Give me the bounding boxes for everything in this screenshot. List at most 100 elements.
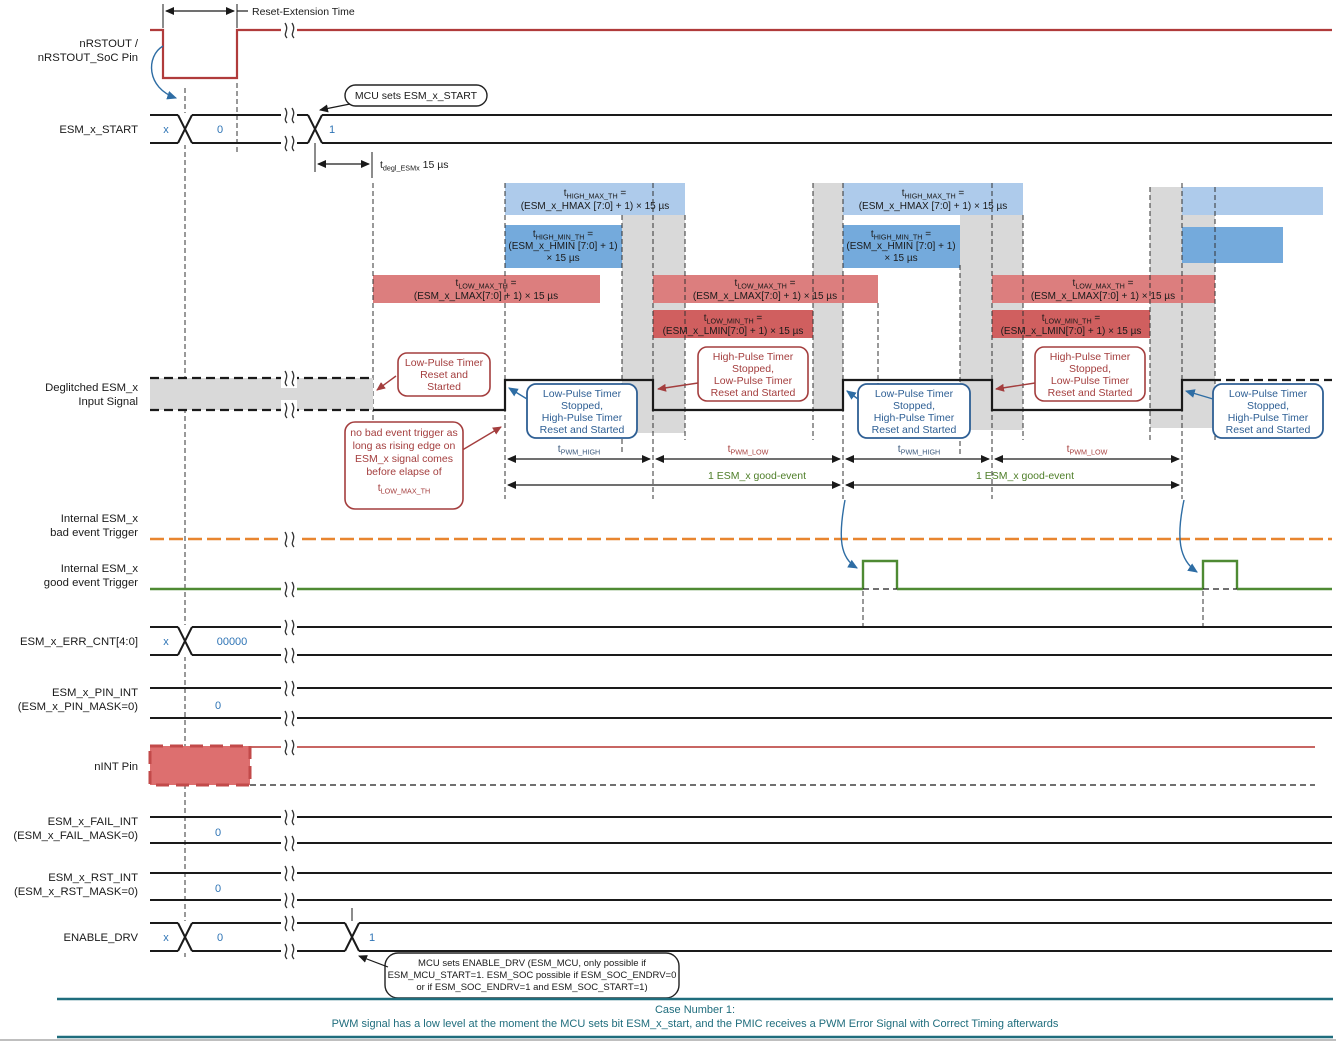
- enable-drv-row: ENABLE_DRV x 0 1 MCU sets ENABLE_DRV (ES…: [63, 908, 1332, 999]
- esm-start-value-x: x: [163, 124, 169, 136]
- pin-int-value: 0: [215, 700, 221, 712]
- high-min-line2: (ESM_x_HMIN [7:0] + 1): [846, 241, 955, 252]
- good-event-trigger-row: Internal ESM_x good event Trigger: [44, 499, 1332, 631]
- high-max-threshold-box-1: tHIGH_MAX_TH = (ESM_x_HMAX [7:0] + 1) × …: [505, 183, 685, 215]
- low-max-line2: (ESM_x_LMAX[7:0] + 1) × 15 µs: [1031, 291, 1175, 302]
- err-cnt-row: ESM_x_ERR_CNT[4:0] x 00000: [20, 616, 1332, 666]
- svg-text:Reset and Started: Reset and Started: [711, 387, 796, 399]
- pin-int-label-line2: (ESM_x_PIN_MASK=0): [18, 701, 138, 713]
- low-max-line2: (ESM_x_LMAX[7:0] + 1) × 15 µs: [414, 291, 558, 302]
- pin-int-row: ESM_x_PIN_INT (ESM_x_PIN_MASK=0) 0: [18, 677, 1332, 729]
- bad-trigger-label-line2: bad event Trigger: [50, 527, 138, 539]
- fail-int-row: ESM_x_FAIL_INT (ESM_x_FAIL_MASK=0) 0: [13, 806, 1332, 854]
- good-trigger-label-line1: Internal ESM_x: [61, 563, 139, 575]
- deglitched-label-line1: Deglitched ESM_x: [45, 382, 138, 394]
- good-event-label-1: 1 ESM_x good-event: [708, 470, 806, 482]
- tdegl-measure: tdegl_ESMx 15 µs: [314, 143, 449, 178]
- low-min-line1: tLOW_MIN_TH =: [1042, 313, 1101, 326]
- pwm-measures: tPWM_HIGH tPWM_LOW tPWM_HIGH tPWM_LOW 1 …: [507, 443, 1180, 489]
- nrstout-row: nRSTOUT / nRSTOUT_SoC Pin Reset-Extensio…: [38, 4, 1332, 100]
- bad-trigger-label-line1: Internal ESM_x: [61, 513, 139, 525]
- err-cnt-label: ESM_x_ERR_CNT[4:0]: [20, 636, 138, 648]
- high-min-line3: × 15 µs: [546, 253, 579, 264]
- esm-start-label: ESM_x_START: [59, 124, 138, 136]
- low-min-threshold-box-3: tLOW_MIN_TH = (ESM_x_LMIN[7:0] + 1) × 15…: [992, 310, 1150, 338]
- case-number-title: Case Number 1:: [655, 1004, 735, 1016]
- high-min-threshold-box-2: tHIGH_MIN_TH = (ESM_x_HMIN [7:0] + 1) × …: [843, 225, 960, 268]
- good-event-pulse-1: [861, 559, 899, 589]
- high-threshold-boxes-3-unlabeled: [1182, 187, 1323, 263]
- svg-text:Low-Pulse Timer: Low-Pulse Timer: [714, 375, 793, 387]
- svg-text:High-Pulse Timer: High-Pulse Timer: [1050, 351, 1131, 363]
- enable-drv-value-0: 0: [217, 932, 223, 944]
- high-min-threshold-box-1: tHIGH_MIN_TH = (ESM_x_HMIN [7:0] + 1) × …: [505, 225, 622, 268]
- low-min-line2: (ESM_x_LMIN[7:0] + 1) × 15 µs: [1001, 326, 1142, 337]
- footer: Case Number 1: PWM signal has a low leve…: [0, 997, 1336, 1041]
- mcu-sets-start-text: MCU sets ESM_x_START: [355, 90, 478, 102]
- tpwm-high-label-2: tPWM_HIGH: [898, 443, 940, 457]
- low-min-line2: (ESM_x_LMIN[7:0] + 1) × 15 µs: [663, 326, 804, 337]
- enable-drv-value-x: x: [163, 932, 169, 944]
- esm-start-row: ESM_x_START x 0 1 MCU sets ESM_x_START t…: [59, 84, 1332, 178]
- svg-text:Stopped,: Stopped,: [1069, 363, 1111, 375]
- nint-label: nINT Pin: [94, 761, 138, 773]
- svg-text:High-Pulse Timer: High-Pulse Timer: [1228, 412, 1309, 424]
- low-max-threshold-box-1: tLOW_MAX_TH = (ESM_x_LMAX[7:0] + 1) × 15…: [373, 275, 600, 303]
- high-min-line2: (ESM_x_HMIN [7:0] + 1): [508, 241, 617, 252]
- mcu-sets-enable-drv-callout: MCU sets ENABLE_DRV (ESM_MCU, only possi…: [358, 952, 680, 999]
- nrstout-label-line2: nRSTOUT_SoC Pin: [38, 52, 138, 64]
- reset-to-start-arrow: [150, 45, 178, 100]
- esm-start-value-0: 0: [217, 124, 223, 136]
- rst-int-value: 0: [215, 883, 221, 895]
- bus-crossover: [177, 113, 323, 145]
- low-max-line1: tLOW_MAX_TH =: [735, 278, 796, 291]
- svg-text:High-Pulse Timer: High-Pulse Timer: [874, 412, 955, 424]
- low-max-threshold-box-3: tLOW_MAX_TH = (ESM_x_LMAX[7:0] + 1) × 15…: [992, 275, 1215, 303]
- enable-drv-value-1: 1: [369, 932, 375, 944]
- pin-int-label-line1: ESM_x_PIN_INT: [52, 687, 138, 699]
- tpwm-high-label-1: tPWM_HIGH: [558, 443, 600, 457]
- no-bad-tlowmax: tLOW_MAX_TH: [378, 482, 430, 496]
- svg-text:MCU sets ENABLE_DRV (ESM_MCU,: MCU sets ENABLE_DRV (ESM_MCU, only possi…: [418, 958, 646, 969]
- good-event-arrow-1: [840, 499, 858, 569]
- high-min-line1: tHIGH_MIN_TH =: [533, 229, 593, 242]
- no-bad-event-callout: no bad event trigger as long as rising e…: [344, 421, 502, 510]
- rst-int-row: ESM_x_RST_INT (ESM_x_RST_MASK=0) 0: [14, 862, 1332, 911]
- svg-text:before elapse of: before elapse of: [366, 466, 441, 478]
- mcu-sets-start-callout: MCU sets ESM_x_START: [319, 84, 488, 113]
- low-reset-callout: Low-Pulse Timer Reset and Started: [376, 352, 491, 397]
- high-max-threshold-box-2: tHIGH_MAX_TH = (ESM_x_HMAX [7:0] + 1) × …: [843, 183, 1023, 215]
- esm-start-value-1: 1: [329, 124, 335, 136]
- err-cnt-value-x: x: [163, 636, 169, 648]
- high-stop-callout-2: High-Pulse Timer Stopped, Low-Pulse Time…: [995, 346, 1146, 402]
- nrstout-label-line1: nRSTOUT /: [79, 38, 138, 50]
- high-max-line2: (ESM_x_HMAX [7:0] + 1) × 15 µs: [521, 201, 670, 212]
- svg-text:Reset and Started: Reset and Started: [872, 424, 957, 436]
- svg-text:Reset and Started: Reset and Started: [1226, 424, 1311, 436]
- svg-text:long as rising edge on: long as rising edge on: [353, 440, 456, 452]
- deglitched-label-line2: Input Signal: [78, 396, 138, 408]
- svg-text:Low-Pulse Timer: Low-Pulse Timer: [1229, 388, 1308, 400]
- svg-text:Stopped,: Stopped,: [732, 363, 774, 375]
- nint-row: nINT Pin: [94, 736, 1315, 787]
- tpwm-low-label-2: tPWM_LOW: [1067, 443, 1108, 457]
- nrstout-waveform: [150, 28, 1332, 80]
- svg-text:or if ESM_SOC_ENDRV=1 and ESM_: or if ESM_SOC_ENDRV=1 and ESM_SOC_START=…: [416, 982, 647, 993]
- low-max-line2: (ESM_x_LMAX[7:0] + 1) × 15 µs: [693, 291, 837, 302]
- good-event-label-2: 1 ESM_x good-event: [976, 470, 1074, 482]
- fail-int-label-line1: ESM_x_FAIL_INT: [48, 816, 139, 828]
- svg-text:Stopped,: Stopped,: [893, 400, 935, 412]
- low-max-line1: tLOW_MAX_TH =: [456, 278, 517, 291]
- low-min-line1: tLOW_MIN_TH =: [704, 313, 763, 326]
- rst-int-label-line2: (ESM_x_RST_MASK=0): [14, 886, 138, 898]
- tpwm-low-label-1: tPWM_LOW: [728, 443, 769, 457]
- vertical-guides: [184, 83, 1216, 958]
- low-max-line1: tLOW_MAX_TH =: [1073, 278, 1134, 291]
- svg-text:Stopped,: Stopped,: [561, 400, 603, 412]
- nint-unknown-region: [148, 744, 252, 787]
- tdegl-label: tdegl_ESMx 15 µs: [380, 159, 449, 173]
- svg-text:Low-Pulse Timer: Low-Pulse Timer: [405, 357, 484, 369]
- svg-text:ESM_MCU_START=1. ESM_SOC possi: ESM_MCU_START=1. ESM_SOC possible if ESM…: [388, 970, 677, 981]
- svg-text:no bad event trigger as: no bad event trigger as: [350, 427, 457, 439]
